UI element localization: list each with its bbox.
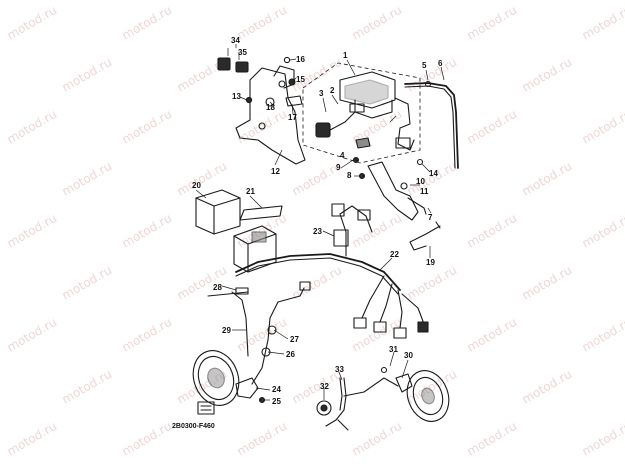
- watermark-text: motod.ru: [60, 263, 115, 303]
- callout-23: 23: [313, 227, 322, 236]
- callout-17: 17: [288, 113, 297, 122]
- watermark-text: motod.ru: [60, 367, 115, 407]
- callout-33: 33: [335, 365, 344, 374]
- callout-16: 16: [296, 55, 305, 64]
- watermark-text: motod.ru: [120, 211, 175, 251]
- sensor-bracket: [352, 156, 441, 251]
- callout-4: 4: [340, 151, 345, 160]
- watermark-text: motod.ru: [120, 3, 175, 43]
- callout-20: 20: [192, 181, 201, 190]
- watermark-text: motod.ru: [350, 419, 405, 459]
- callout-10: 10: [416, 177, 425, 186]
- watermark-text: motod.ru: [520, 367, 575, 407]
- watermark-text: motod.ru: [405, 263, 460, 303]
- callout-13: 13: [232, 92, 241, 101]
- watermark-text: motod.ru: [520, 55, 575, 95]
- callout-24: 24: [272, 385, 281, 394]
- watermark-text: motod.ru: [5, 419, 60, 459]
- watermark-text: motod.ru: [5, 3, 60, 43]
- watermark-text: motod.ru: [120, 419, 175, 459]
- callout-6: 6: [438, 59, 443, 68]
- watermark-text: motod.ru: [120, 315, 175, 355]
- callout-2: 2: [330, 86, 335, 95]
- callout-32: 32: [320, 382, 329, 391]
- watermark-text: motod.ru: [580, 211, 625, 251]
- ecu-module: [195, 189, 283, 235]
- watermark-text: motod.ru: [465, 211, 520, 251]
- watermark-text: motod.ru: [235, 3, 290, 43]
- watermark-text: motod.ru: [520, 159, 575, 199]
- callout-7: 7: [428, 213, 433, 222]
- watermark-text: motod.ru: [120, 107, 175, 147]
- hydraulic-unit: [302, 62, 421, 164]
- callout-12: 12: [271, 167, 280, 176]
- callout-26: 26: [286, 350, 295, 359]
- rear-sensor-assembly: [316, 366, 450, 431]
- callout-27: 27: [290, 335, 299, 344]
- callout-1: 1: [343, 51, 348, 60]
- callout-3: 3: [319, 89, 324, 98]
- watermark-text: motod.ru: [5, 315, 60, 355]
- watermark-text: motod.ru: [465, 107, 520, 147]
- watermark-text: motod.ru: [405, 159, 460, 199]
- callout-5: 5: [422, 61, 427, 70]
- watermark-text: motod.ru: [580, 3, 625, 43]
- callout-30: 30: [404, 351, 413, 360]
- wire-harness: [235, 203, 429, 339]
- callout-35: 35: [238, 48, 247, 57]
- watermark-text: motod.ru: [60, 159, 115, 199]
- brake-pipe: [404, 80, 459, 169]
- callout-29: 29: [222, 326, 231, 335]
- watermark-text: motod.ru: [235, 211, 290, 251]
- watermark-text: motod.ru: [405, 55, 460, 95]
- callout-22: 22: [390, 250, 399, 259]
- callout-14: 14: [429, 169, 438, 178]
- watermark-text: motod.ru: [60, 55, 115, 95]
- diagram-code: 2B0300-F460: [172, 423, 215, 430]
- watermark-text: motod.ru: [5, 211, 60, 251]
- bracket-assembly: [217, 48, 306, 165]
- callout-25: 25: [272, 397, 281, 406]
- callout-8: 8: [347, 171, 352, 180]
- front-sensor-assembly: [192, 281, 311, 415]
- callout-34: 34: [231, 36, 240, 45]
- watermark-text: motod.ru: [175, 159, 230, 199]
- callout-labels: 1 2 3 4 5 6 7 8 9 10 11 12 13 14 15 16 1…: [192, 36, 443, 406]
- callout-11: 11: [420, 187, 429, 196]
- watermark-text: motod.ru: [465, 419, 520, 459]
- callout-31: 31: [389, 345, 398, 354]
- watermark-text: motod.ru: [580, 419, 625, 459]
- watermark-text: motod.ru: [580, 315, 625, 355]
- callout-9: 9: [336, 163, 341, 172]
- callout-19: 19: [426, 258, 435, 267]
- watermark-text: motod.ru: [235, 107, 290, 147]
- watermark-text: motod.ru: [235, 419, 290, 459]
- callout-15: 15: [296, 75, 305, 84]
- callout-21: 21: [246, 187, 255, 196]
- watermark-text: motod.ru: [350, 3, 405, 43]
- watermark-text: motod.ru: [465, 315, 520, 355]
- callout-28: 28: [213, 283, 222, 292]
- callout-18: 18: [266, 103, 275, 112]
- callout-leaders: [195, 44, 445, 401]
- watermark-text: motod.ru: [520, 263, 575, 303]
- watermark-text: motod.ru: [465, 3, 520, 43]
- watermark-text: motod.ru: [5, 107, 60, 147]
- watermark-text: motod.ru: [580, 107, 625, 147]
